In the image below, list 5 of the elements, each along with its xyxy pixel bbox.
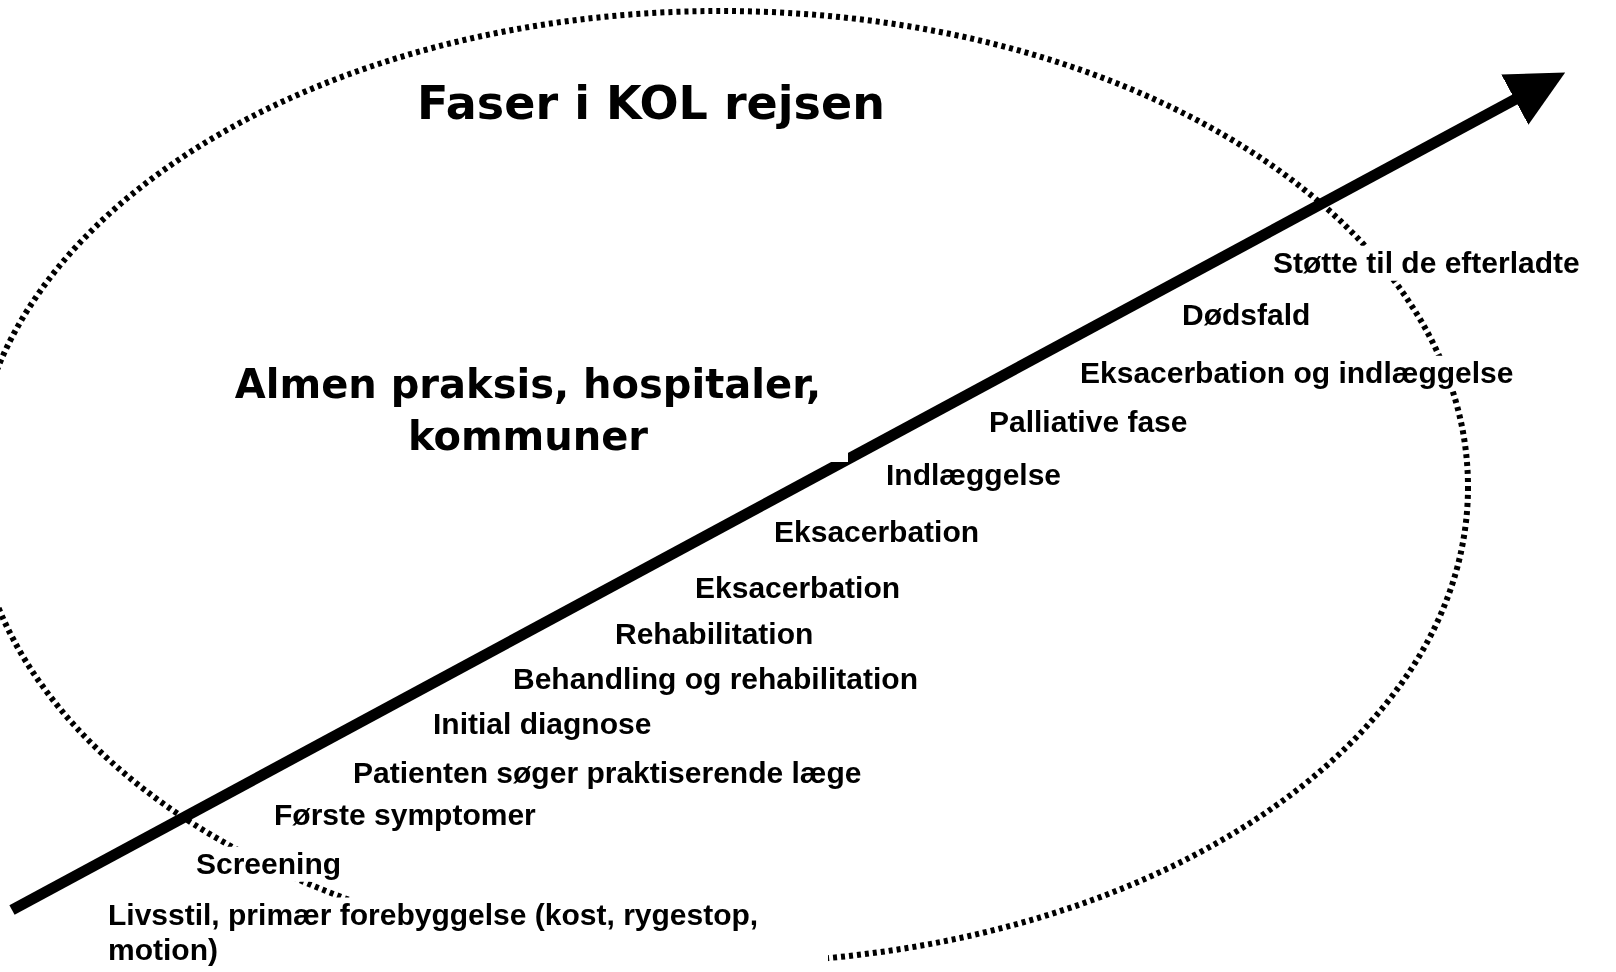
phase-label: Livsstil, primær forebyggelse (kost, rygestop, motion) [108, 897, 828, 967]
phase-label: Screening [196, 846, 342, 882]
phase-label: Støtte til de efterladte [1273, 245, 1580, 281]
title: Faser i KOL rejsen [417, 76, 885, 130]
phase-label: Eksacerbation og indlæggelse [1080, 355, 1514, 391]
